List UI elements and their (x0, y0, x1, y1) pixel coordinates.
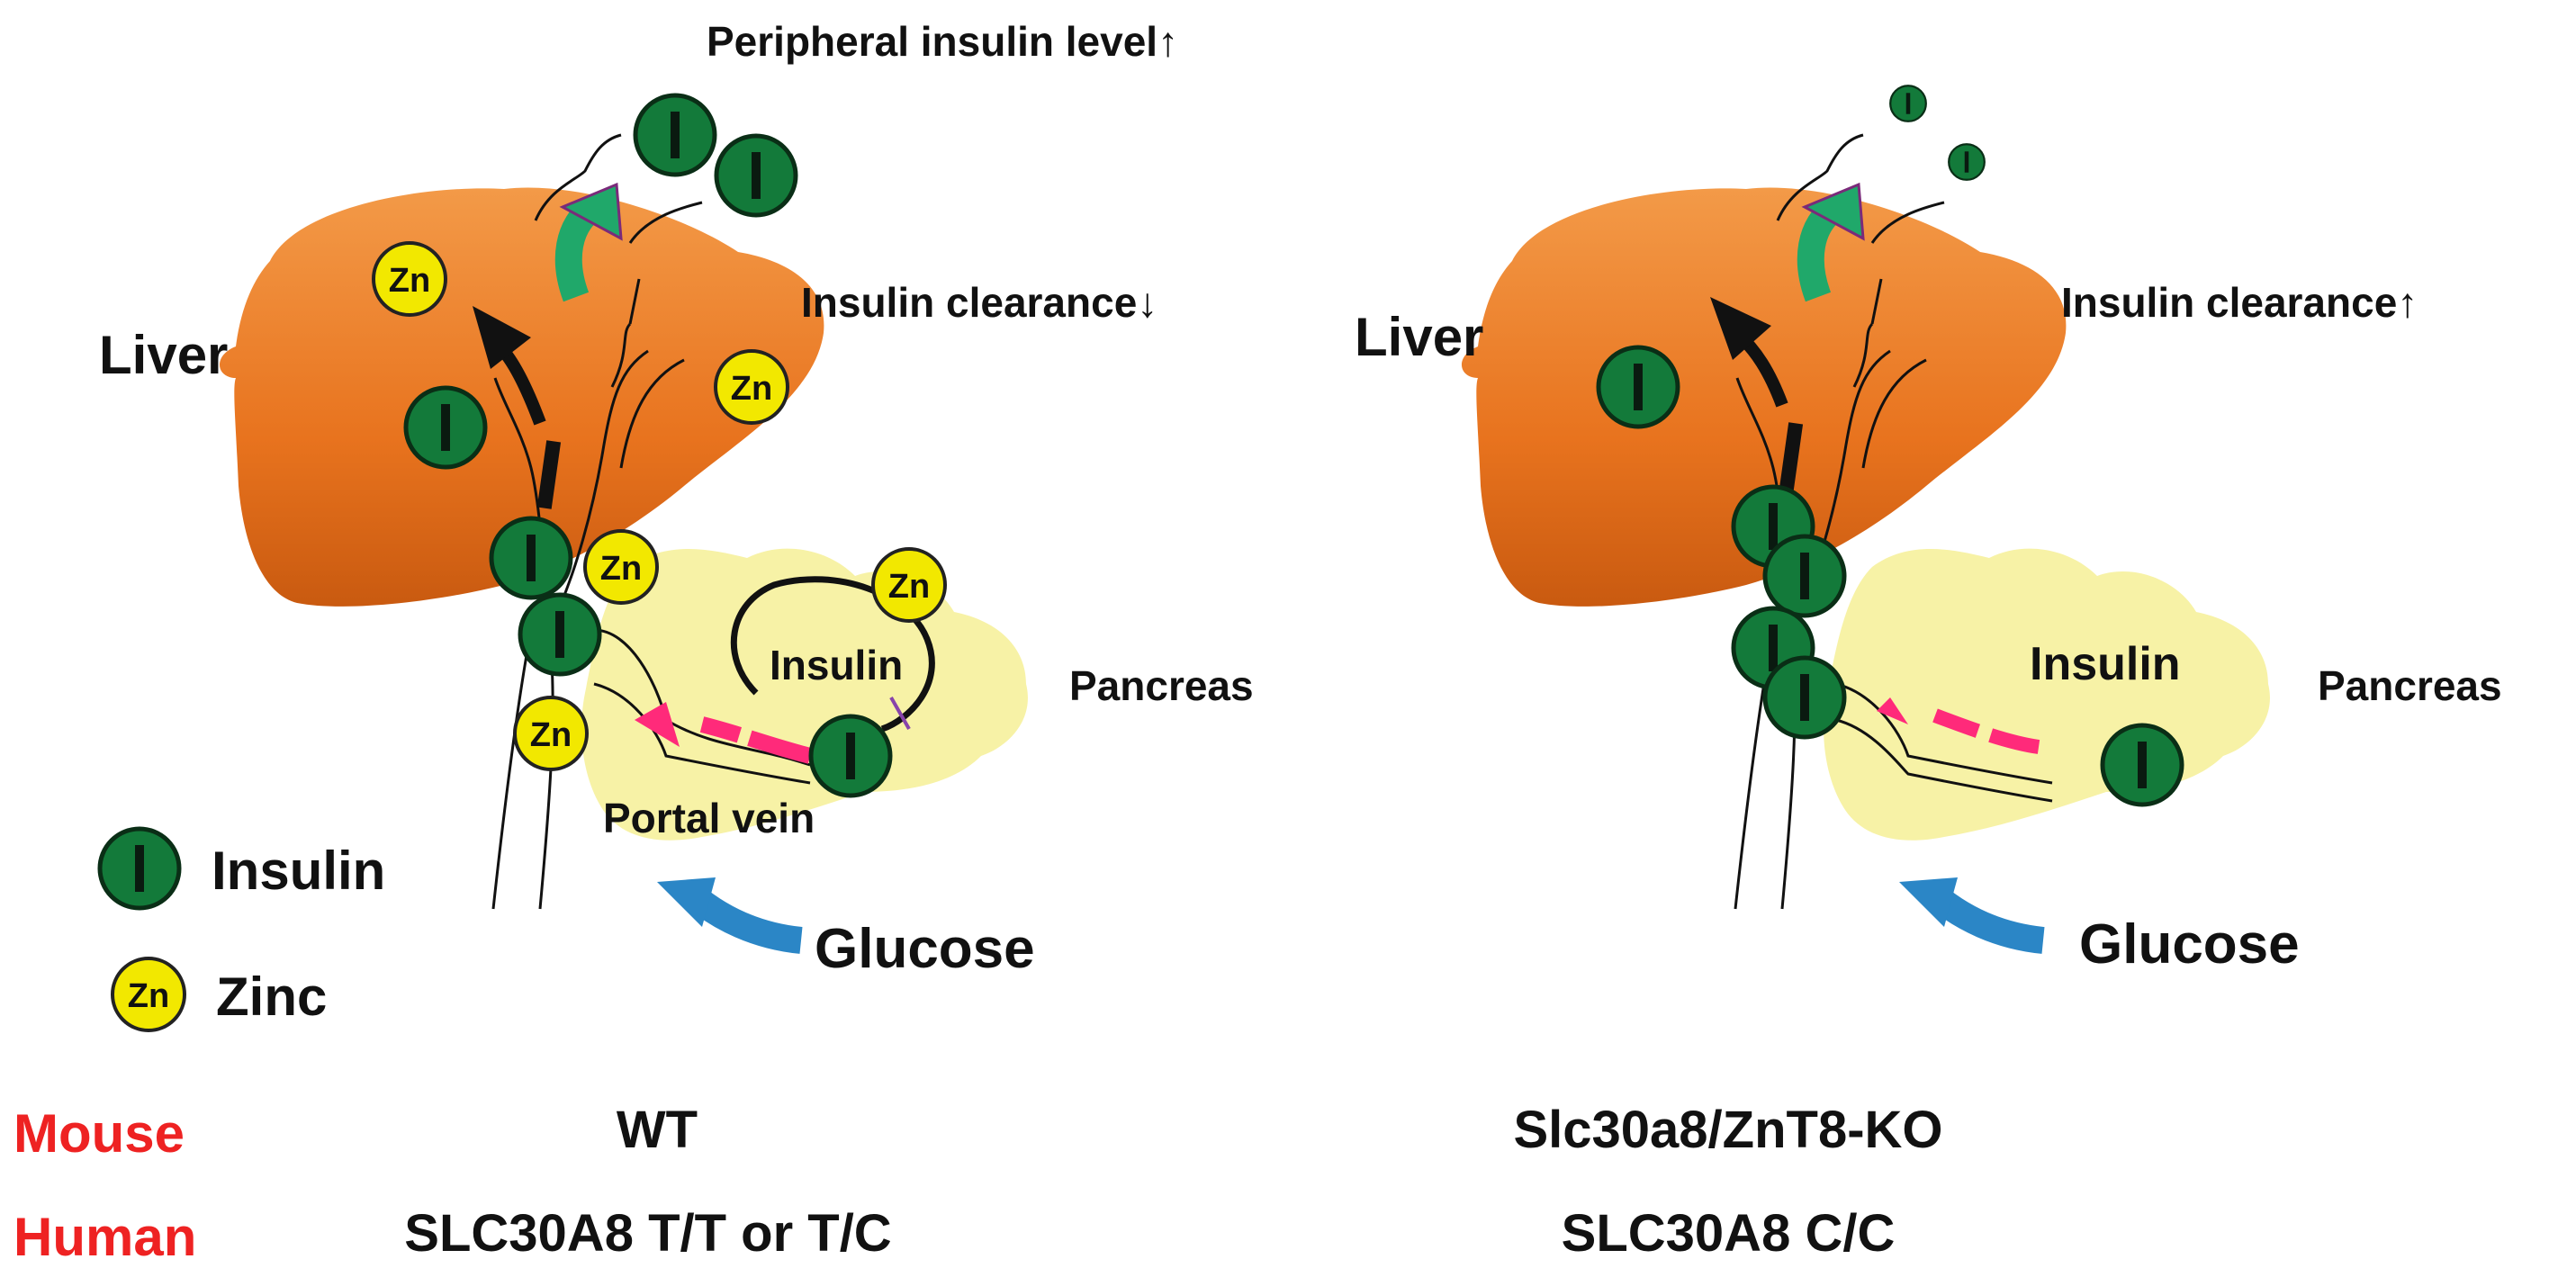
wt-human-genotype: SLC30A8 T/T or T/C (404, 1204, 891, 1263)
wt-clearance-label: Insulin clearance↓ (801, 279, 1157, 326)
ko-top-lines (1776, 133, 1945, 244)
ko-human-genotype: SLC30A8 C/C (1562, 1204, 1896, 1263)
insulin-icon (1599, 347, 1678, 427)
svg-text:Zn: Zn (731, 370, 772, 408)
insulin-icon (635, 95, 715, 175)
ko-glucose-label: Glucose (2079, 913, 2300, 976)
insulin-icon (1765, 536, 1844, 616)
insulin-icon (100, 829, 179, 908)
wt-glucose-label: Glucose (815, 918, 1035, 980)
ko-clearance-label: Insulin clearance↑ (2061, 279, 2418, 326)
insulin-icon (406, 388, 485, 467)
human-label: Human (14, 1207, 196, 1267)
insulin-icon (1765, 658, 1844, 737)
portal-vein-label: Portal vein (603, 795, 815, 841)
svg-text:Zn: Zn (389, 262, 430, 300)
legend-insulin-label: Insulin (212, 841, 385, 901)
svg-text:Zn: Zn (530, 716, 572, 754)
zinc-icon: Zn (111, 957, 186, 1032)
wt-top-lines (534, 133, 703, 244)
svg-text:Zn: Zn (888, 568, 930, 606)
insulin-icon (491, 518, 571, 598)
insulin-icon (1948, 143, 1986, 181)
zinc-icon: Zn (372, 241, 447, 317)
wt-panel: Zn Zn Zn Zn Zn Peripheral insulin level↑… (99, 18, 1254, 980)
ko-pancreas-label: Pancreas (2318, 662, 2502, 709)
zinc-icon: Zn (714, 349, 789, 425)
insulin-icon (811, 716, 890, 796)
zinc-icon: Zn (583, 529, 659, 605)
insulin-icon (2103, 725, 2182, 805)
liver-shape (1461, 187, 2067, 607)
svg-text:Zn: Zn (600, 550, 642, 588)
ko-pink-arrow (1877, 697, 2040, 754)
insulin-icon (520, 595, 599, 674)
zinc-icon: Zn (513, 696, 589, 771)
legend: Insulin Zn Zinc (100, 829, 385, 1032)
ko-mouse-genotype: Slc30a8/ZnT8-KO (1513, 1101, 1942, 1159)
wt-pink-arrow (635, 702, 813, 764)
wt-glucose-arrow (657, 877, 803, 954)
wt-vessels (491, 278, 811, 910)
ko-green-arrow (1797, 182, 1865, 302)
insulin-icon (716, 136, 796, 215)
wt-mouse-genotype: WT (617, 1101, 698, 1159)
ko-vessel-dark (1779, 422, 1804, 491)
svg-text:Zn: Zn (128, 977, 169, 1015)
zinc-icon: Zn (871, 547, 947, 623)
wt-vessel-dark (536, 440, 562, 509)
ko-panel: Insulin clearance↑ Liver Pancreas Insuli… (1355, 85, 2502, 976)
ko-hepatic-arrow (1710, 297, 1788, 408)
wt-green-arrow (554, 182, 623, 302)
wt-zinc-molecules: Zn Zn Zn Zn Zn (372, 241, 947, 771)
wt-hepatic-arrow (473, 306, 546, 426)
mouse-label: Mouse (14, 1103, 185, 1164)
liver-shape (219, 187, 824, 607)
pancreas-shape (1824, 548, 2270, 841)
wt-pancreas-label: Pancreas (1069, 662, 1254, 709)
wt-liver-label: Liver (99, 325, 228, 385)
ko-liver-label: Liver (1355, 307, 1483, 367)
legend-zinc-label: Zinc (216, 967, 327, 1027)
ko-insulin-label: Insulin (2030, 638, 2181, 690)
footer: Mouse Human WT SLC30A8 T/T or T/C Slc30a… (14, 1101, 1943, 1267)
wt-insulin-label: Insulin (770, 642, 903, 688)
peripheral-insulin-label: Peripheral insulin level↑ (707, 18, 1178, 65)
insulin-icon (1889, 85, 1927, 122)
ko-glucose-arrow (1899, 877, 2045, 954)
wt-feedback-arc (730, 576, 935, 733)
